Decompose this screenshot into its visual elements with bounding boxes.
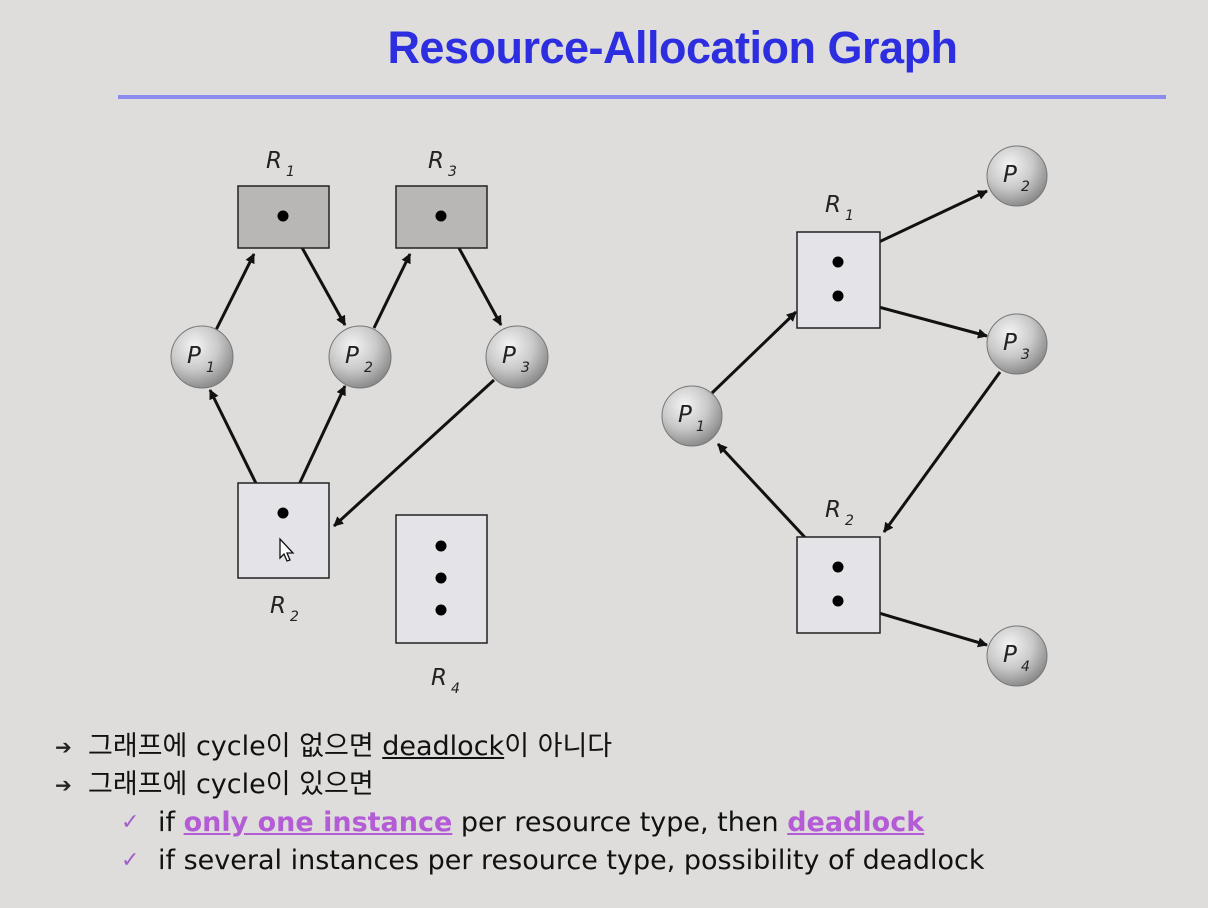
resource-r1: R 1 <box>796 192 881 329</box>
bullet-item: ➔ 그래프에 cycle이 없으면 deadlock이 아니다 <box>55 728 985 766</box>
highlighted-term: only one instance <box>183 807 453 838</box>
sub-bullet-item: ✓ if only one instance per resource type… <box>55 804 985 842</box>
resource-label: R <box>825 192 841 218</box>
resource-label: R <box>825 497 841 523</box>
bullet-list: ➔ 그래프에 cycle이 없으면 deadlock이 아니다 ➔ 그래프에 c… <box>55 728 985 880</box>
edge-p3-r2 <box>882 371 1002 533</box>
left-graph: R 1 R 3 R 2 R 4 P 1 <box>170 148 549 697</box>
process-label: P <box>502 343 516 369</box>
resource-r1: R 1 <box>237 148 330 249</box>
edge-p1-r1 <box>214 253 256 331</box>
resource-label: R <box>428 148 444 174</box>
bullet-item: ➔ 그래프에 cycle이 있으면 <box>55 766 985 804</box>
bullet-text: 그래프에 cycle이 있으면 <box>88 769 374 800</box>
resource-r4: R 4 <box>395 514 488 697</box>
process-p1: P 1 <box>661 385 723 447</box>
edge-p1-r1 <box>710 310 798 395</box>
arrow-bullet-icon: ➔ <box>55 735 72 759</box>
mouse-cursor-icon <box>279 537 295 562</box>
sub-bullet-text: if <box>158 807 184 838</box>
process-subscript: 1 <box>206 360 215 376</box>
process-label: P <box>678 402 692 428</box>
process-subscript: 2 <box>364 360 373 376</box>
resource-label: R <box>266 148 282 174</box>
process-subscript: 3 <box>1021 347 1030 363</box>
sub-bullet-text: if several instances per resource type, … <box>158 845 985 876</box>
resource-r2: R 2 <box>237 482 330 625</box>
bullet-text: 이 아니다 <box>504 731 613 762</box>
right-graph: R 1 R 2 P 1 P 2 P 3 P 4 <box>661 145 1048 687</box>
process-label: P <box>1003 330 1017 356</box>
resource-r3: R 3 <box>395 148 488 249</box>
resource-subscript: 1 <box>845 208 854 224</box>
title-underline <box>118 95 1166 99</box>
process-label: P <box>187 343 201 369</box>
process-p2: P 2 <box>328 325 392 389</box>
sub-bullet-text: per resource type, then <box>452 807 788 838</box>
process-subscript: 2 <box>1021 179 1030 195</box>
bullet-underlined-term: deadlock <box>382 731 505 762</box>
process-label: P <box>1003 642 1017 668</box>
resource-subscript: 2 <box>845 513 854 529</box>
edge-p2-r3 <box>372 253 412 329</box>
checkmark-icon: ✓ <box>121 848 140 873</box>
resource-r2: R 2 <box>796 497 881 634</box>
resource-subscript: 4 <box>451 681 460 697</box>
process-p3: P 3 <box>986 313 1048 375</box>
process-subscript: 3 <box>521 360 530 376</box>
resource-subscript: 2 <box>290 609 299 625</box>
process-label: P <box>1003 162 1017 188</box>
resource-label: R <box>431 665 447 691</box>
edge-p3-r2 <box>332 378 496 528</box>
process-p1: P 1 <box>170 325 234 389</box>
process-subscript: 4 <box>1021 659 1030 675</box>
sub-bullet-item: ✓ if several instances per resource type… <box>55 842 985 880</box>
checkmark-icon: ✓ <box>121 810 140 835</box>
page-title: Resource-Allocation Graph <box>387 22 958 73</box>
arrow-bullet-icon: ➔ <box>55 773 72 797</box>
process-p4: P 4 <box>986 625 1048 687</box>
process-subscript: 1 <box>696 419 705 435</box>
resource-label: R <box>270 593 286 619</box>
bullet-text: 그래프에 cycle이 없으면 <box>88 731 383 762</box>
process-label: P <box>345 343 359 369</box>
process-p2: P 2 <box>986 145 1048 207</box>
resource-subscript: 3 <box>448 164 457 180</box>
resource-subscript: 1 <box>286 164 295 180</box>
process-p3: P 3 <box>485 325 549 389</box>
highlighted-term: deadlock <box>787 807 925 838</box>
